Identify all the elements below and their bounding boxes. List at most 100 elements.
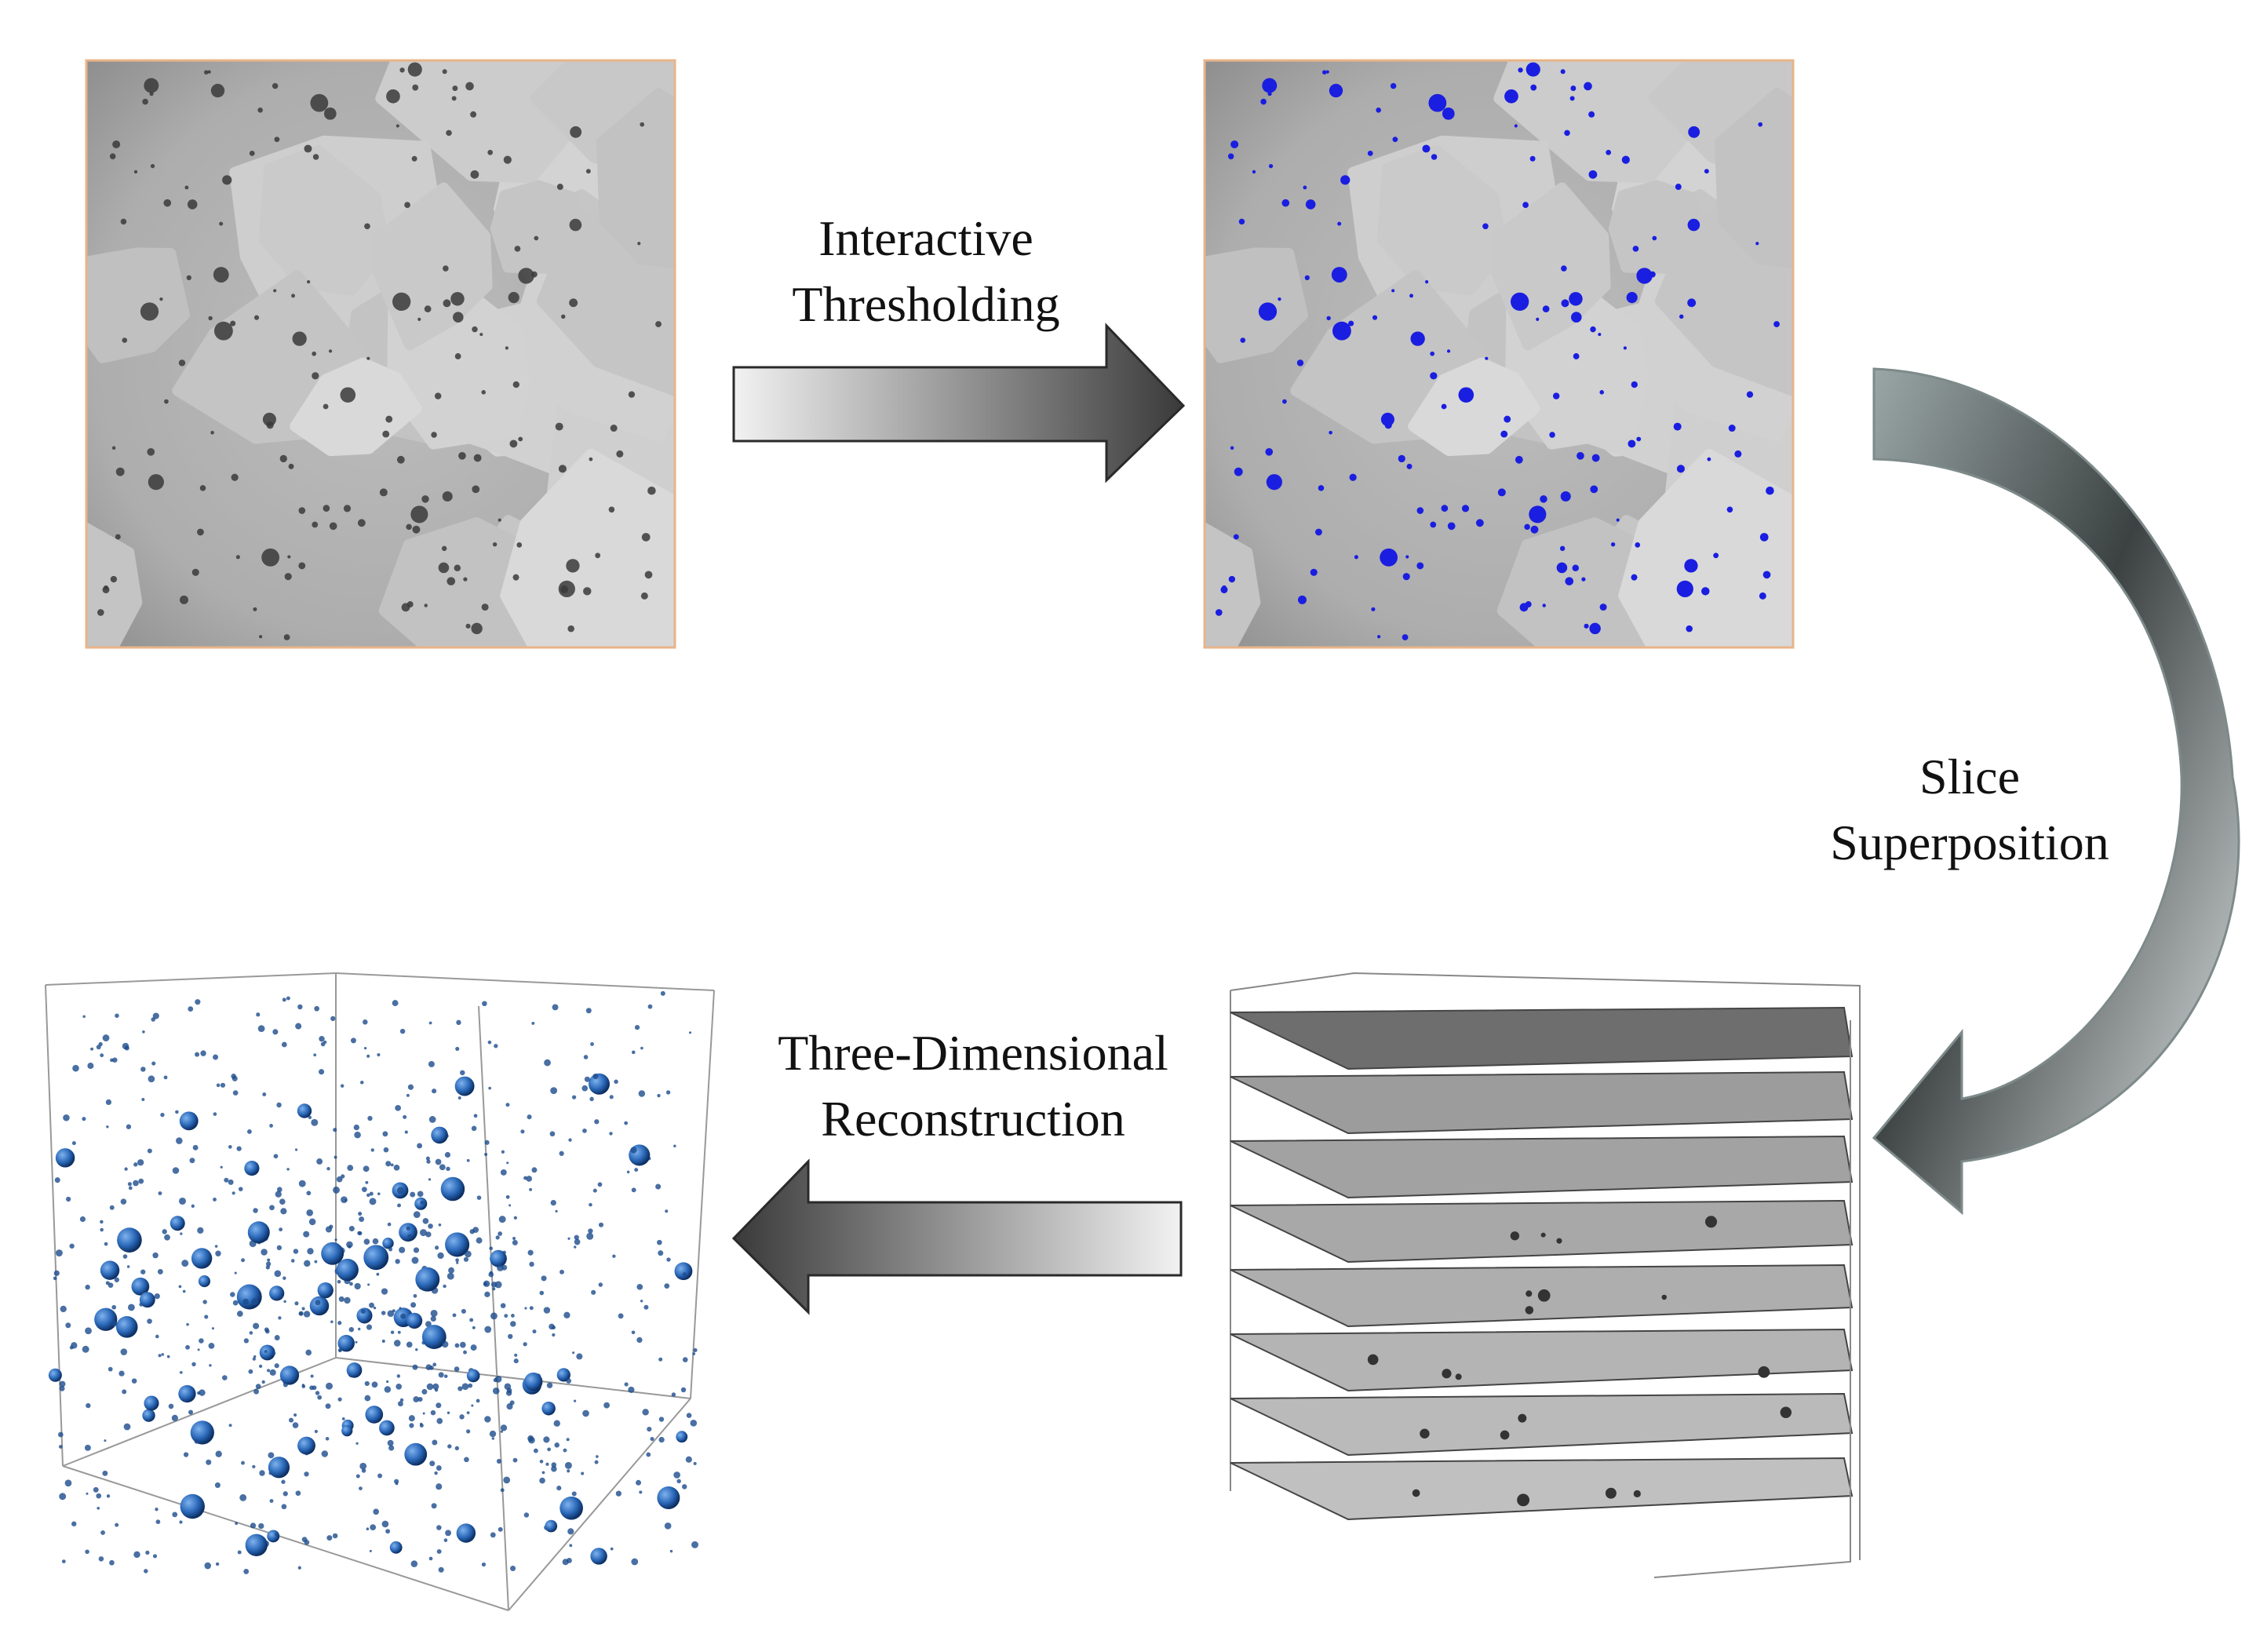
stacked-slice-pore xyxy=(1537,1289,1551,1302)
pore-dot xyxy=(411,155,417,162)
pore-3d xyxy=(544,1059,551,1067)
pore-3d xyxy=(133,1162,138,1167)
pore-3d xyxy=(86,1402,91,1409)
pore-3d xyxy=(279,1227,283,1232)
reconstruction-line1: Three-Dimensional xyxy=(778,1025,1168,1081)
pore-3d xyxy=(265,1261,272,1267)
aggregate-shape xyxy=(1205,247,1308,363)
pore-3d xyxy=(556,1486,562,1491)
stacked-slice-pore xyxy=(1540,1232,1546,1238)
pore-highlight-dot xyxy=(1728,425,1736,432)
aggregate-shape xyxy=(500,448,675,647)
pore-3d xyxy=(464,1457,469,1463)
pore-3d xyxy=(489,1271,493,1275)
pore-3d xyxy=(283,1300,286,1304)
pore-highlight-dot xyxy=(1446,349,1451,353)
aggregate-shape xyxy=(86,521,143,647)
pore-highlight-dot xyxy=(1215,609,1223,616)
pore-dot xyxy=(111,446,116,450)
pore-dot xyxy=(210,430,214,435)
pore-3d xyxy=(133,1551,140,1559)
pore-dot xyxy=(179,595,188,604)
pore-dot xyxy=(585,169,591,174)
pore-3d xyxy=(628,1386,635,1393)
pore-3d xyxy=(147,1318,152,1324)
pore-3d xyxy=(505,1194,510,1199)
pore-3d xyxy=(618,1313,624,1319)
pore-3d xyxy=(471,1125,477,1132)
pore-3d xyxy=(230,1292,235,1297)
pore-3d xyxy=(252,1464,256,1469)
pore-3d xyxy=(126,1124,132,1129)
pore-3d xyxy=(220,1082,226,1088)
pore-3d xyxy=(473,1114,478,1118)
pore-dot xyxy=(470,170,479,179)
superposition-line1: Slice xyxy=(1919,749,2020,804)
pore-highlight-dot xyxy=(1297,595,1307,604)
pore-3d xyxy=(195,999,201,1005)
pore-3d xyxy=(552,1326,556,1329)
pore-3d xyxy=(294,1301,299,1306)
pore-3d xyxy=(482,1001,487,1007)
pore-3d xyxy=(246,1129,252,1134)
pore-3d xyxy=(454,1446,460,1451)
pore-dot xyxy=(454,353,461,359)
pore-3d xyxy=(642,1409,649,1416)
pore-dot xyxy=(458,451,466,460)
pore-dot xyxy=(442,490,453,502)
pore-dot xyxy=(443,299,451,308)
pore-3d xyxy=(231,1191,235,1195)
pore-highlight-dot xyxy=(1410,331,1425,346)
pore-dot xyxy=(446,129,452,137)
pore-3d xyxy=(208,1342,215,1349)
pore-3d xyxy=(395,1482,399,1486)
pore-3d xyxy=(325,1403,331,1409)
pore-dot xyxy=(140,302,159,321)
pore-3d xyxy=(384,1386,392,1393)
pore-dot xyxy=(558,465,567,473)
pore-3d xyxy=(612,1254,616,1258)
pore-3d xyxy=(163,1075,168,1080)
pore-dot xyxy=(120,218,127,225)
pore-highlight-dot xyxy=(1296,359,1304,367)
pore-3d xyxy=(281,1041,287,1048)
pore-3d xyxy=(216,1083,221,1088)
pore-3d xyxy=(410,1560,418,1567)
pore-highlight-dot xyxy=(1371,607,1376,611)
pore-highlight-dot xyxy=(1526,62,1540,77)
pore-3d xyxy=(232,1090,239,1096)
pore-3d xyxy=(252,1357,256,1361)
pore-3d xyxy=(504,1314,508,1318)
pore-dot xyxy=(283,634,290,640)
pore-dot xyxy=(219,221,224,226)
pore-3d xyxy=(269,1285,285,1301)
pore-3d xyxy=(395,1104,401,1111)
pore-3d xyxy=(155,1519,161,1524)
pore-3d xyxy=(438,1223,442,1227)
pore-3d xyxy=(461,1383,469,1391)
pore-3d xyxy=(111,1321,118,1327)
pore-3d xyxy=(348,1326,355,1333)
pore-3d xyxy=(158,1354,162,1358)
pore-3d xyxy=(598,1222,604,1227)
stacked-slice-pore xyxy=(1526,1290,1533,1297)
pore-3d xyxy=(85,1327,92,1335)
pore-highlight-dot xyxy=(1599,604,1607,611)
pore-3d xyxy=(179,1370,183,1374)
pore-3d xyxy=(365,1406,384,1424)
pore-3d xyxy=(454,1366,460,1372)
pore-3d xyxy=(503,1476,511,1484)
pore-3d xyxy=(422,1412,425,1415)
pore-3d xyxy=(206,1459,212,1465)
pore-3d xyxy=(674,1262,693,1281)
cube-edge xyxy=(45,972,337,986)
pore-dot xyxy=(163,199,172,207)
pore-highlight-dot xyxy=(1773,321,1780,327)
pore-3d xyxy=(359,1081,364,1085)
pore-3d xyxy=(310,1374,314,1378)
aggregate-shape xyxy=(1408,357,1540,457)
pore-3d xyxy=(455,1258,459,1263)
pore-3d xyxy=(597,1182,603,1187)
pore-3d xyxy=(194,1439,199,1444)
pore-3d xyxy=(185,1344,190,1350)
